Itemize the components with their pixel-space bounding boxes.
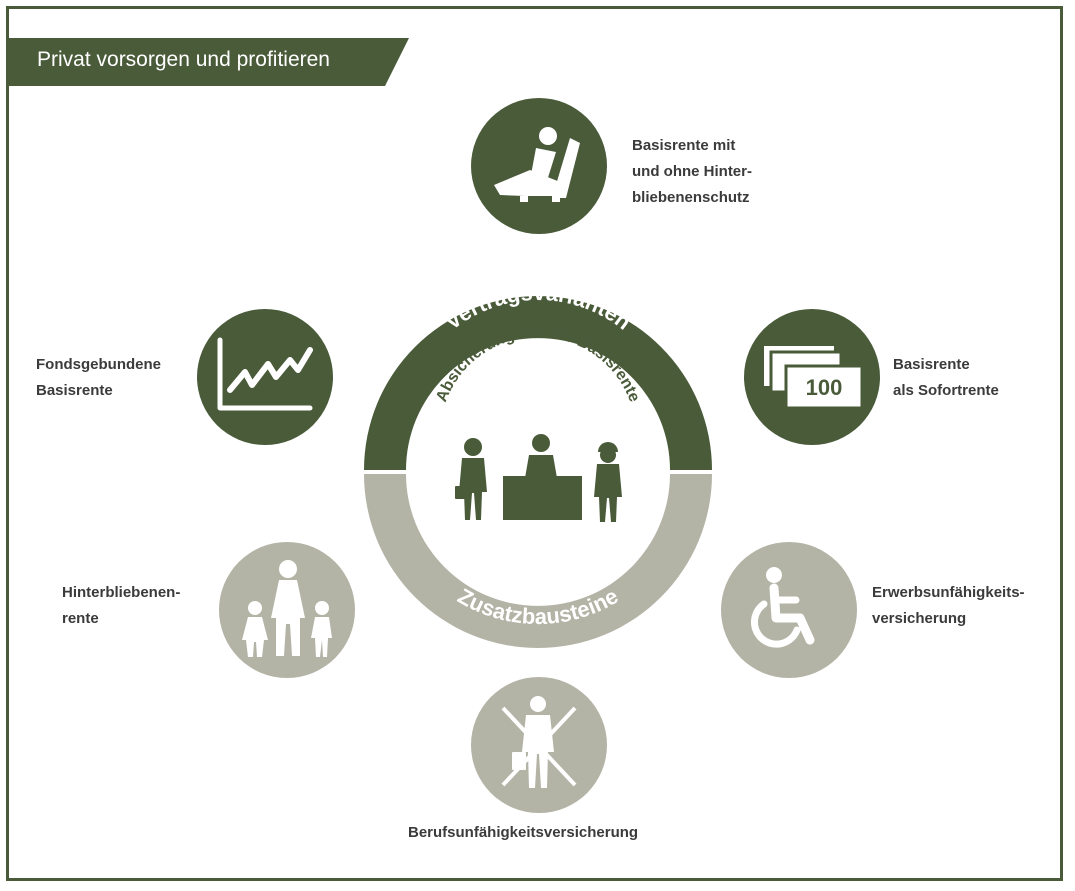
family-icon (242, 560, 332, 657)
label-sofortrente: Basisrente als Sofortrente (893, 356, 999, 399)
title-banner: Privat vorsorgen und profitieren (9, 38, 409, 86)
ring-top-segment (364, 296, 712, 470)
node-fondsgebundene (197, 309, 333, 445)
label-berufsunfaehigkeit: Berufsunfähigkeitsversicherung (408, 824, 639, 841)
diagram-frame (6, 6, 1063, 881)
banknotes-icon: 100 (764, 346, 864, 410)
recliner-chair-icon (494, 127, 580, 202)
banner-title: Privat vorsorgen und profitieren (37, 48, 330, 71)
wheelchair-icon (750, 567, 815, 648)
node-berufsunfaehigkeit (471, 677, 607, 813)
node-sofortrente: 100 (744, 309, 880, 445)
banknote-value: 100 (806, 375, 843, 400)
label-erwerbsunfaehigkeit: Erwerbsunfähigkeits- versicherung (872, 584, 1025, 627)
label-fondsgebundene: Fondsgebundene Basisrente (36, 356, 161, 399)
crossed-worker-icon (501, 696, 577, 788)
line-chart-icon (217, 337, 313, 411)
node-erwerbsunfaehigkeit (721, 542, 857, 678)
ring-bottom-segment (364, 474, 712, 648)
consultation-people-icon (455, 434, 622, 522)
node-hinterbliebenenrente (219, 542, 355, 678)
label-basisrente-hinterbliebenenschutz: Basisrente mit und ohne Hinter- bliebene… (632, 137, 752, 206)
label-hinterbliebenenrente: Hinterbliebenen- rente (62, 584, 181, 627)
node-basisrente-hinterbliebenenschutz (471, 98, 607, 234)
